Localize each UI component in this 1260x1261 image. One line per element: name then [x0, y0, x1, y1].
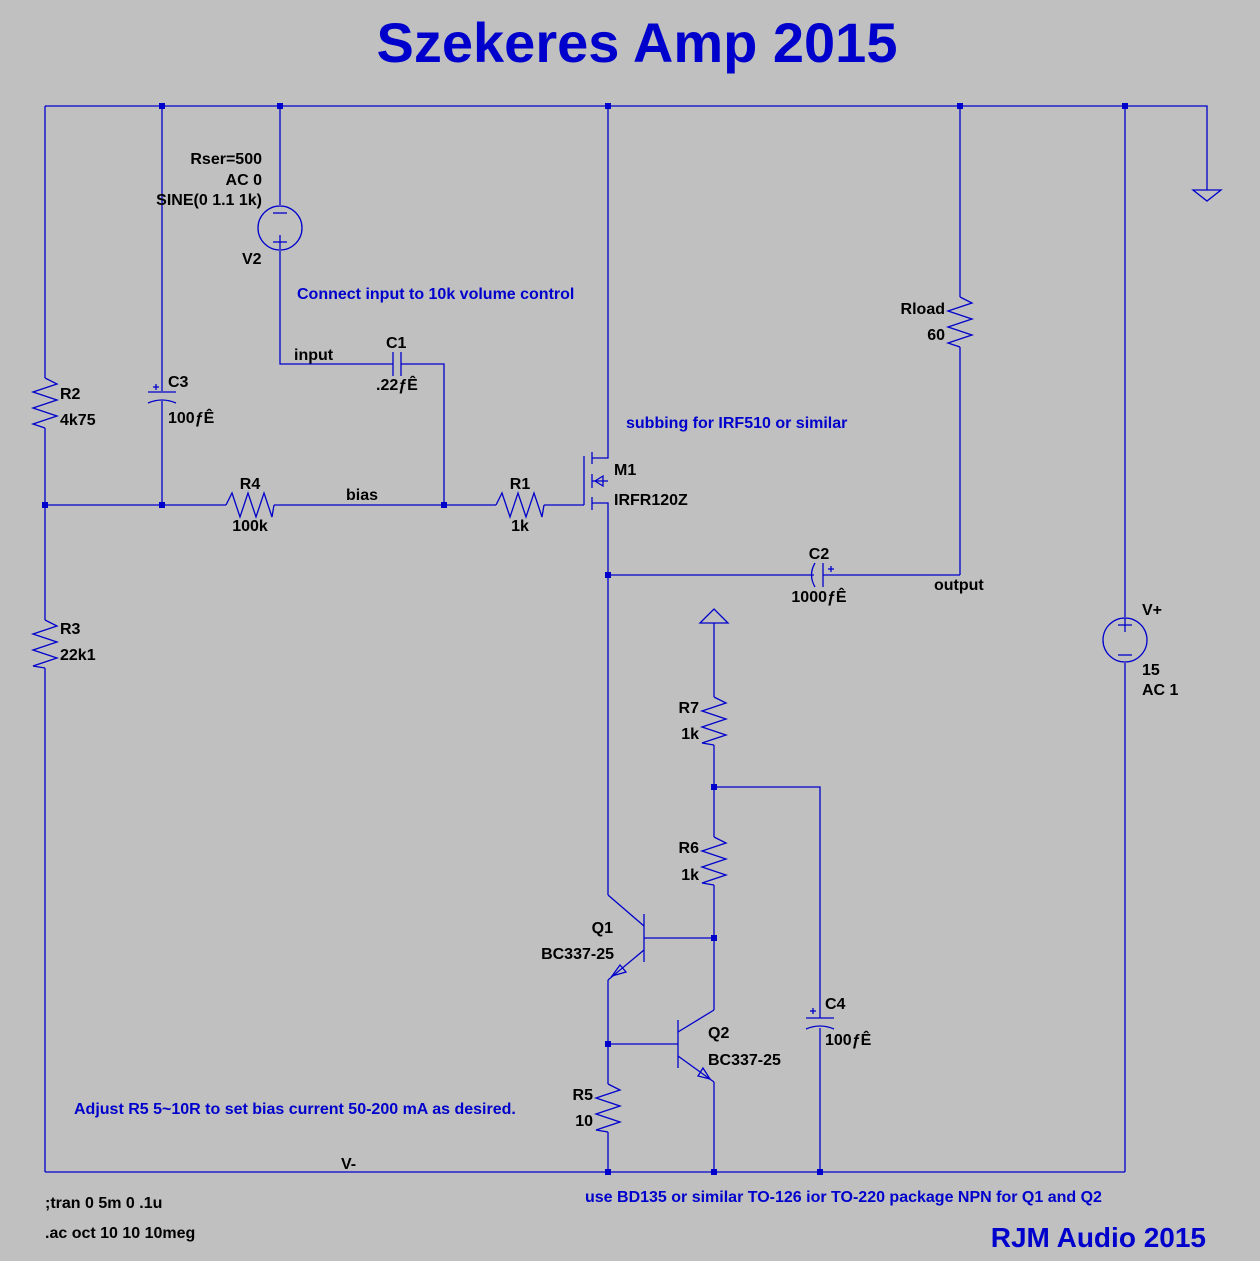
vplus-ac-label: AC 1 — [1142, 682, 1179, 699]
tran-directive: ;tran 0 5m 0 .1u — [45, 1195, 162, 1212]
c3-capacitor — [147, 384, 177, 404]
v2-source — [257, 205, 303, 251]
r1-value-label: 1k — [511, 518, 529, 535]
c1-capacitor — [392, 352, 402, 376]
vplus-source — [1102, 617, 1148, 663]
m1-model-label: IRFR120Z — [614, 492, 688, 509]
r6-value-label: 1k — [681, 867, 699, 884]
adjust-note: Adjust R5 5~10R to set bias current 50-2… — [74, 1101, 516, 1118]
v2-sine-label: SINE(0 1.1 1k) — [156, 192, 262, 209]
q2-model-label: BC337-25 — [708, 1052, 781, 1069]
wires — [44, 105, 1208, 1173]
c2-name-label: C2 — [809, 546, 830, 563]
rload-resistor — [945, 296, 975, 348]
rload-value-label: 60 — [927, 327, 945, 344]
r7-name-label: R7 — [679, 700, 700, 717]
r6-resistor — [699, 836, 729, 886]
c1-name-label: C1 — [386, 335, 407, 352]
transistors-note: use BD135 or similar TO-126 ior TO-220 p… — [585, 1189, 1102, 1206]
net-output-label: output — [934, 577, 984, 594]
c4-name-label: C4 — [825, 996, 846, 1013]
input-note: Connect input to 10k volume control — [297, 286, 574, 303]
r2-name-label: R2 — [60, 386, 81, 403]
c3-value-label: 100ƒÊ — [168, 408, 215, 427]
r7-resistor — [699, 696, 729, 746]
c1-value-label: .22ƒÊ — [376, 375, 418, 394]
c4-capacitor — [805, 1008, 835, 1030]
r5-name-label: R5 — [573, 1087, 594, 1104]
net-input-label: input — [294, 347, 334, 364]
junction-dots — [42, 103, 1128, 1175]
rload-name-label: Rload — [901, 301, 945, 318]
credit-label: RJM Audio 2015 — [991, 1222, 1206, 1253]
r3-value-label: 22k1 — [60, 647, 96, 664]
v2-ac-label: AC 0 — [226, 172, 263, 189]
r3-resistor — [30, 619, 60, 669]
schematic-title: Szekeres Amp 2015 — [377, 11, 898, 74]
r7-value-label: 1k — [681, 726, 699, 743]
r1-resistor — [495, 490, 545, 520]
subbing-note: subbing for IRF510 or similar — [626, 415, 847, 432]
vplus-value-label: 15 — [1142, 662, 1160, 679]
supply-arrow-symbol — [698, 608, 730, 624]
q1-transistor — [607, 894, 645, 981]
r5-value-label: 10 — [575, 1113, 593, 1130]
r2-resistor — [30, 377, 60, 429]
ac-directive: .ac oct 10 10 10meg — [45, 1225, 195, 1242]
r4-value-label: 100k — [232, 518, 268, 535]
vplus-name-label: V+ — [1142, 602, 1162, 619]
r6-name-label: R6 — [679, 840, 700, 857]
r4-resistor — [225, 490, 275, 520]
v2-name-label: V2 — [242, 251, 262, 268]
q2-name-label: Q2 — [708, 1025, 729, 1042]
m1-mosfet — [583, 448, 609, 512]
m1-name-label: M1 — [614, 462, 636, 479]
r1-name-label: R1 — [510, 476, 531, 493]
v2-rser-label: Rser=500 — [190, 151, 262, 168]
q1-name-label: Q1 — [592, 920, 613, 937]
r4-name-label: R4 — [240, 476, 261, 493]
r5-resistor — [593, 1083, 623, 1133]
c2-capacitor — [810, 562, 834, 588]
net-bias-label: bias — [346, 487, 378, 504]
r3-name-label: R3 — [60, 621, 81, 638]
q1-model-label: BC337-25 — [541, 946, 614, 963]
c2-value-label: 1000ƒÊ — [791, 587, 846, 606]
q2-transistor — [677, 1009, 715, 1083]
r2-value-label: 4k75 — [60, 412, 96, 429]
net-vminus-label: V- — [341, 1156, 356, 1173]
c4-value-label: 100ƒÊ — [825, 1030, 872, 1049]
ground-symbol — [1191, 189, 1223, 202]
c3-name-label: C3 — [168, 374, 189, 391]
